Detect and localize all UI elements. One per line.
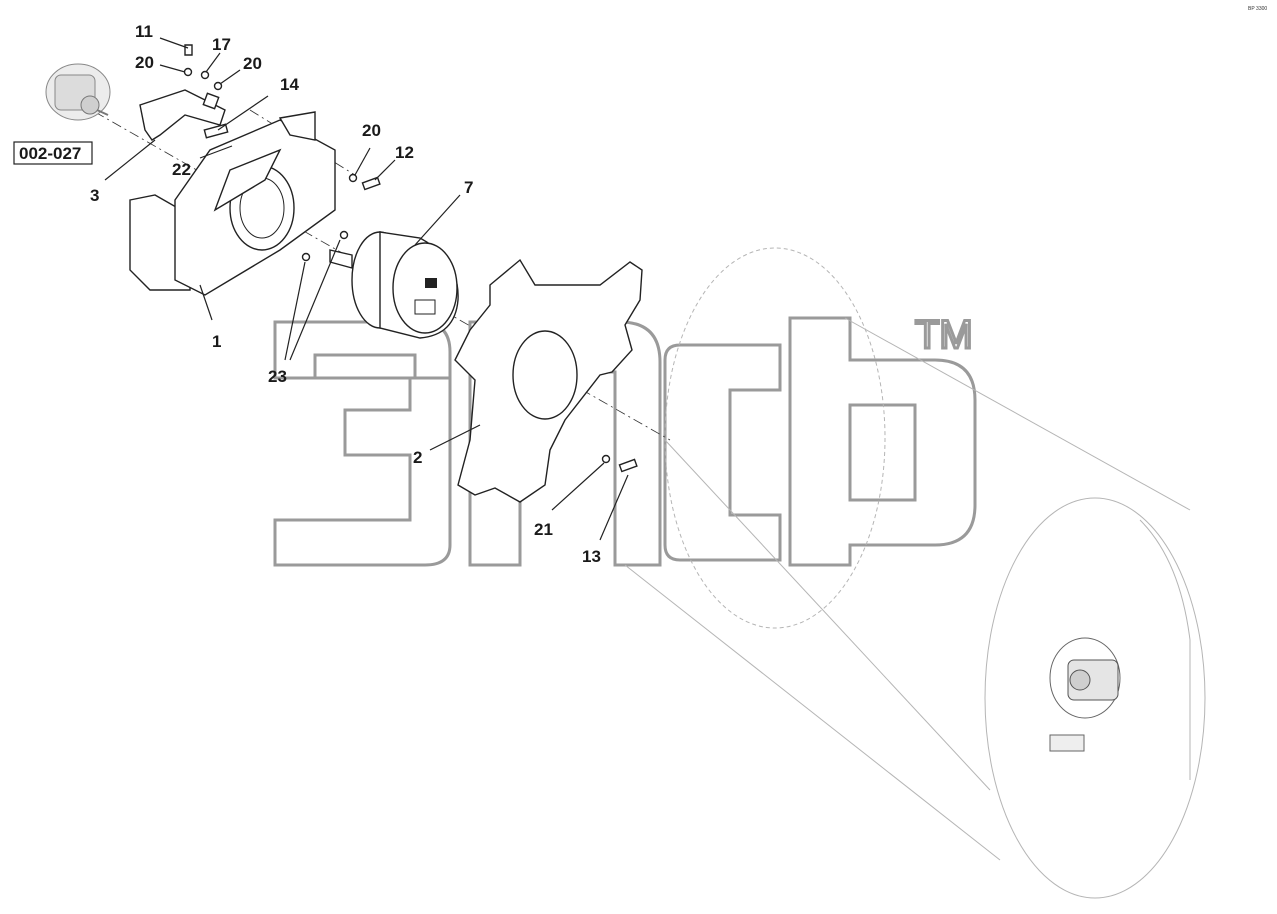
callout-17: 17 bbox=[212, 35, 231, 54]
drum-end-ellipse bbox=[984, 497, 1206, 899]
watermark-logo: TM bbox=[273, 312, 977, 567]
part-20-washer-a bbox=[183, 67, 193, 77]
drum-line-bottom bbox=[624, 564, 1001, 861]
part-20-washer-c bbox=[348, 173, 358, 183]
callout-21: 21 bbox=[534, 520, 553, 539]
part-20-nut-upper bbox=[202, 92, 220, 110]
watermark-tm: TM bbox=[915, 313, 973, 357]
reference-box: 002-027 bbox=[13, 141, 93, 165]
callout-1: 1 bbox=[212, 332, 221, 351]
part-17-washer bbox=[200, 70, 210, 80]
fasteners bbox=[183, 44, 638, 473]
drum-line-lower bbox=[664, 439, 991, 791]
part-2-plate bbox=[454, 258, 643, 503]
callout-23: 23 bbox=[268, 367, 287, 386]
callout-3: 3 bbox=[90, 186, 99, 205]
housing-top-lug bbox=[278, 111, 316, 141]
hub-input-shaft bbox=[329, 249, 353, 269]
part-13-bolt bbox=[618, 458, 638, 473]
drum-assembly bbox=[624, 247, 1206, 899]
callout-2: 2 bbox=[413, 448, 422, 467]
callout-14: 14 bbox=[280, 75, 299, 94]
drum-far-end bbox=[664, 247, 886, 629]
callout-labels: 11 17 20 20 14 20 12 22 3 7 1 23 2 21 13 bbox=[90, 22, 601, 566]
part-20-washer-b bbox=[213, 81, 223, 91]
drum-motor-detail bbox=[1049, 637, 1121, 752]
callout-20-b: 20 bbox=[243, 54, 262, 73]
callout-20-a: 20 bbox=[135, 53, 154, 72]
part-11-screw bbox=[184, 44, 193, 56]
callout-11: 11 bbox=[135, 22, 153, 41]
reference-label: 002-027 bbox=[19, 144, 81, 163]
callout-22: 22 bbox=[172, 160, 191, 179]
drum-line-upper bbox=[844, 317, 1191, 511]
callout-13: 13 bbox=[582, 547, 601, 566]
drawing-corner-id: ВР 3300 bbox=[1248, 6, 1267, 12]
motor-002-027 bbox=[45, 63, 111, 121]
drum-inner-rim bbox=[1139, 519, 1191, 780]
part-23-washer-upper bbox=[339, 230, 349, 240]
leader-lines bbox=[104, 37, 629, 541]
housing-guard bbox=[213, 148, 282, 212]
part-7-gear-hub bbox=[329, 231, 459, 339]
part-1-housing bbox=[129, 111, 336, 296]
part-12-bolt bbox=[361, 176, 381, 191]
callout-12: 12 bbox=[395, 143, 414, 162]
part-21-washer bbox=[601, 454, 611, 464]
callout-20-c: 20 bbox=[362, 121, 381, 140]
part-23-washer-lower bbox=[301, 252, 311, 262]
callout-7: 7 bbox=[464, 178, 473, 197]
plate-bore bbox=[512, 330, 578, 420]
